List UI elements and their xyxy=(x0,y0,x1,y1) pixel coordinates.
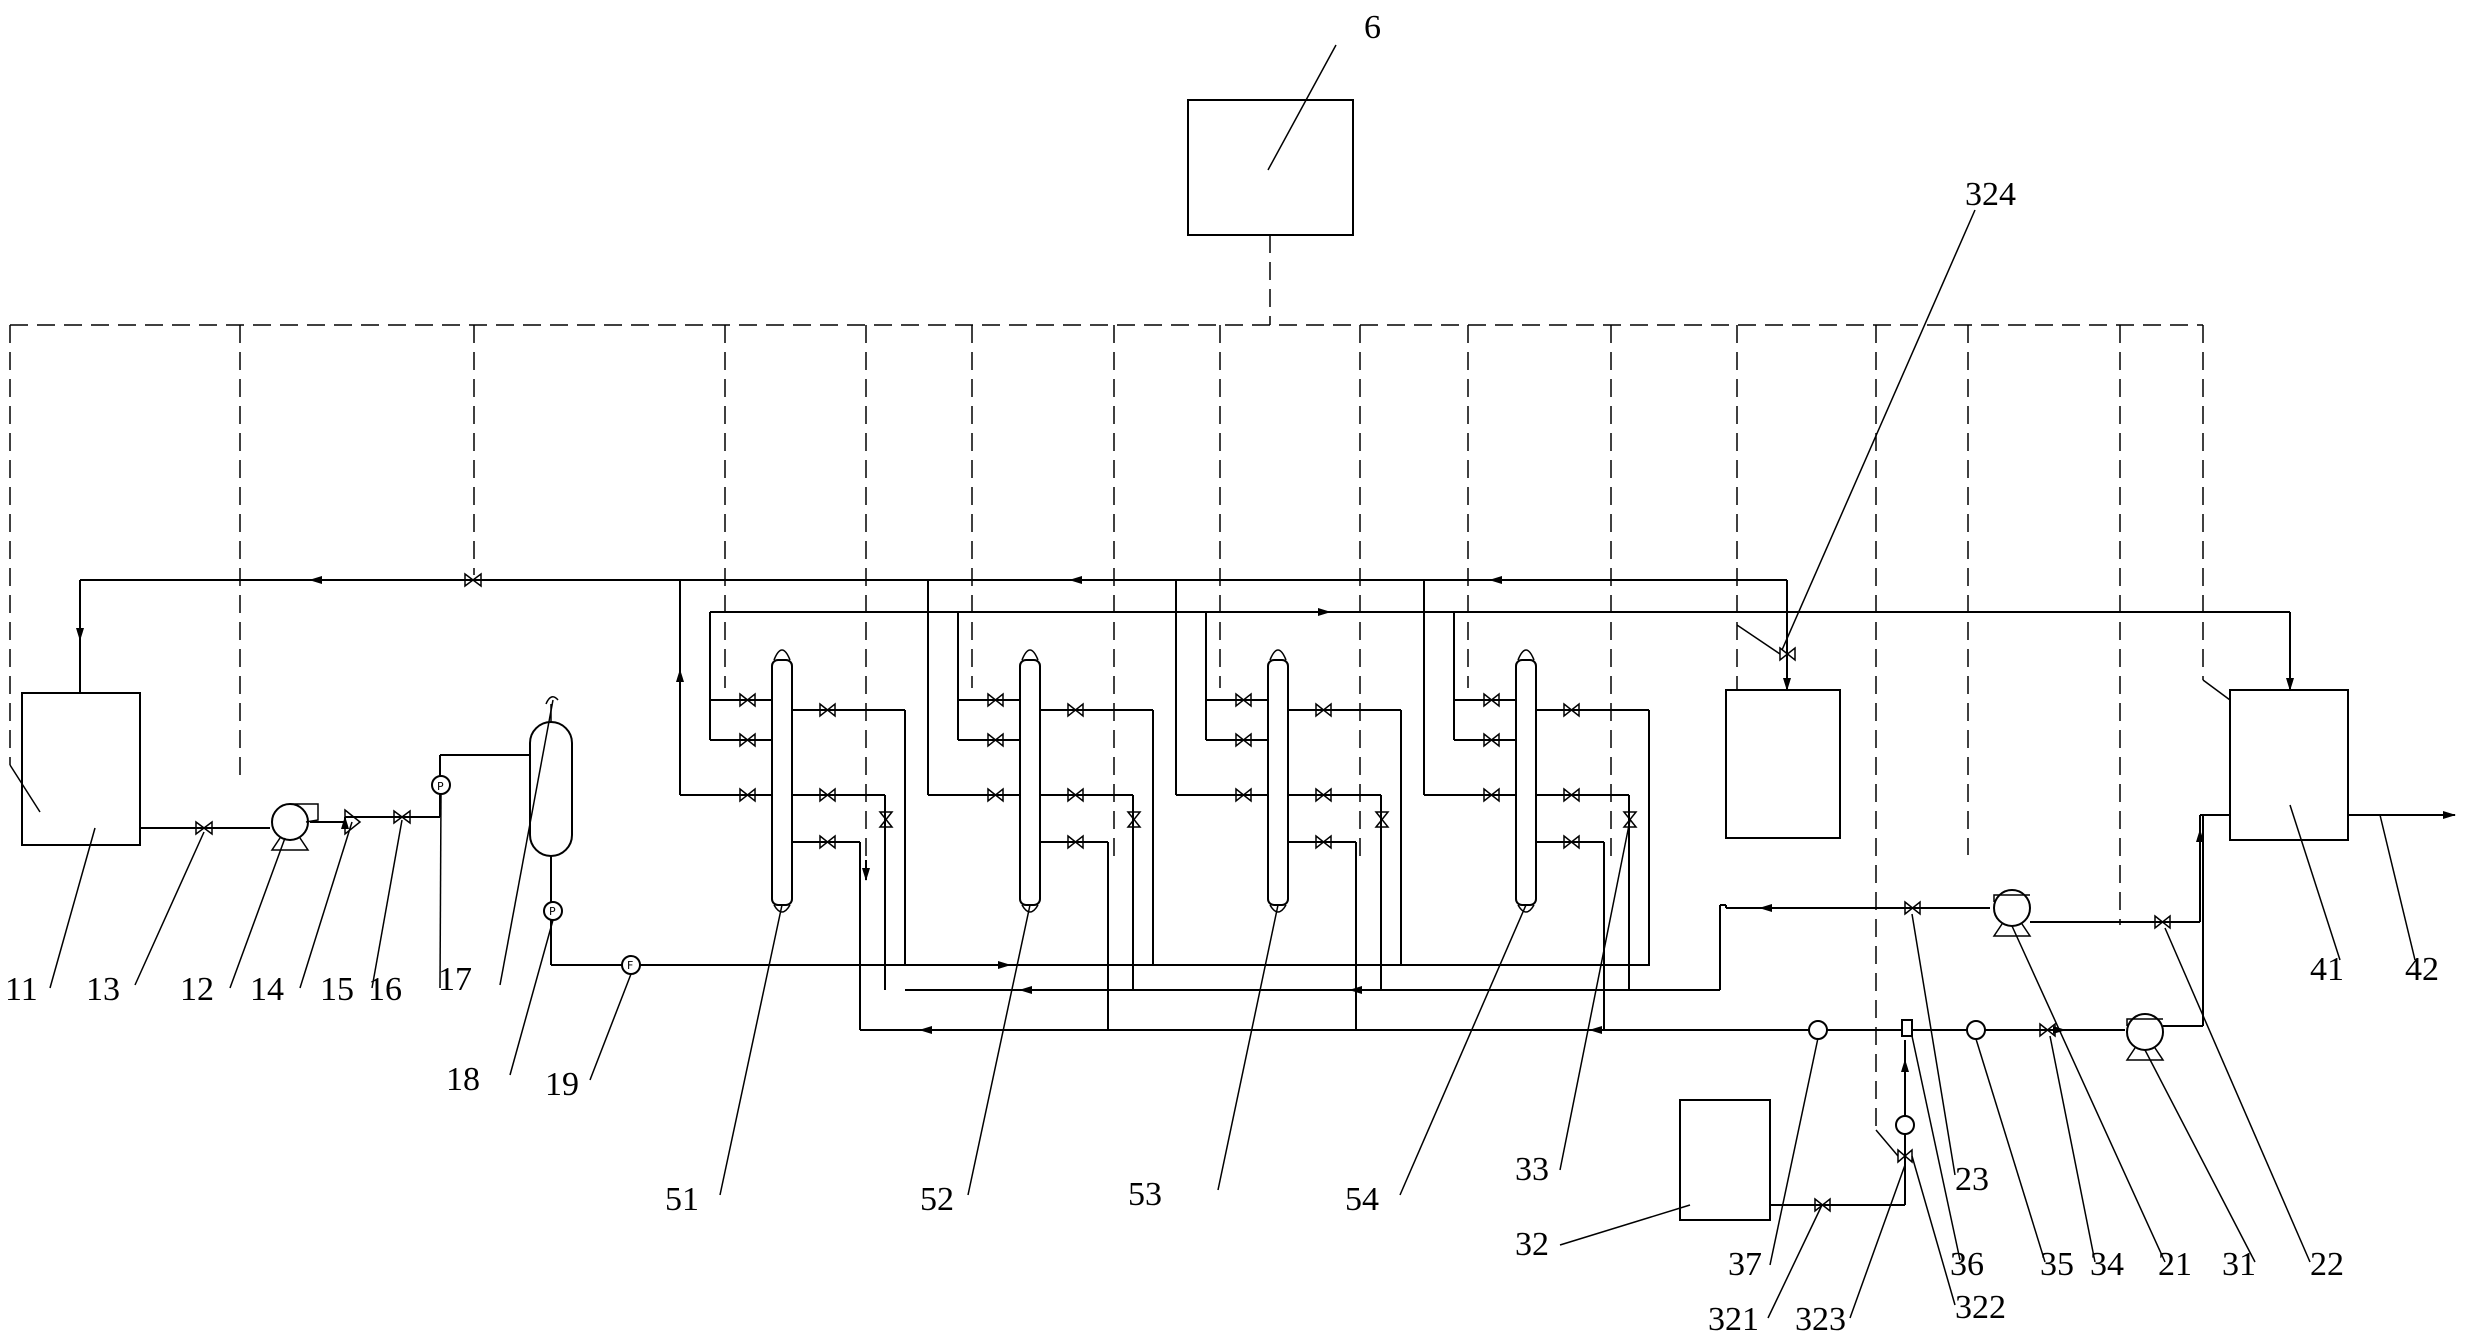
label-41: 41 xyxy=(2310,951,2344,988)
valve-13 xyxy=(195,820,213,836)
label-18: 18 xyxy=(446,1061,480,1098)
top-return-line xyxy=(76,572,1787,693)
label-37: 37 xyxy=(1728,1246,1762,1283)
label-54: 54 xyxy=(1345,1181,1379,1218)
membrane-unit-54 xyxy=(1423,580,1650,1030)
flowmeter-19: F xyxy=(621,955,641,975)
membrane-unit-51 xyxy=(676,580,906,1030)
label-11: 11 xyxy=(5,971,38,1008)
label-21: 21 xyxy=(2158,1246,2192,1283)
label-322: 322 xyxy=(1955,1289,2006,1326)
label-42: 42 xyxy=(2405,951,2439,988)
label-35: 35 xyxy=(2040,1246,2074,1283)
label-12: 12 xyxy=(180,971,214,1008)
check-valve-14 xyxy=(344,808,362,836)
product-tank xyxy=(2229,689,2349,841)
dosing-line xyxy=(1770,1040,1915,1213)
raw-water-tank xyxy=(21,692,141,846)
label-321: 321 xyxy=(1708,1301,1759,1338)
membrane-unit-53 xyxy=(1175,580,1402,1030)
svg-text:F: F xyxy=(627,959,633,972)
label-17: 17 xyxy=(438,961,472,998)
label-33: 33 xyxy=(1515,1151,1549,1188)
product-circuit xyxy=(1808,811,2456,1061)
top-supply-line xyxy=(710,580,2294,691)
cleaning-circuit xyxy=(1725,814,2230,937)
gauge-18: P xyxy=(543,901,563,921)
label-36: 36 xyxy=(1950,1246,1984,1283)
label-14: 14 xyxy=(250,971,284,1008)
label-34: 34 xyxy=(2090,1246,2124,1283)
label-13: 13 xyxy=(86,971,120,1008)
label-53: 53 xyxy=(1128,1176,1162,1213)
gauge-16: P xyxy=(431,775,451,795)
label-15: 15 xyxy=(320,971,354,1008)
control-signal-lines xyxy=(9,325,2204,1130)
label-19: 19 xyxy=(545,1066,579,1103)
controller-box xyxy=(1187,99,1354,236)
label-23: 23 xyxy=(1955,1161,1989,1198)
label-32: 32 xyxy=(1515,1226,1549,1263)
bottom-headers xyxy=(860,904,2100,1034)
feed-line xyxy=(140,754,1010,966)
component-labels: 6 324 11 13 12 14 15 16 17 18 19 51 52 5… xyxy=(5,9,2439,1338)
svg-text:P: P xyxy=(549,905,556,918)
membrane-unit-52 xyxy=(927,580,1154,1030)
membrane-units xyxy=(676,580,1650,1030)
feed-pump xyxy=(270,803,319,851)
valve-15 xyxy=(393,809,411,825)
label-324: 324 xyxy=(1965,176,2016,213)
label-51: 51 xyxy=(665,1181,699,1218)
label-31: 31 xyxy=(2222,1246,2256,1283)
label-22: 22 xyxy=(2310,1246,2344,1283)
leader-lines xyxy=(49,44,2416,1319)
label-6: 6 xyxy=(1364,9,1381,46)
dosing-tank xyxy=(1679,1099,1771,1221)
label-52: 52 xyxy=(920,1181,954,1218)
svg-text:P: P xyxy=(437,780,444,793)
label-16: 16 xyxy=(368,971,402,1008)
cleaning-tank xyxy=(1725,689,1841,839)
label-323: 323 xyxy=(1795,1301,1846,1338)
pressure-vessel xyxy=(518,696,573,902)
